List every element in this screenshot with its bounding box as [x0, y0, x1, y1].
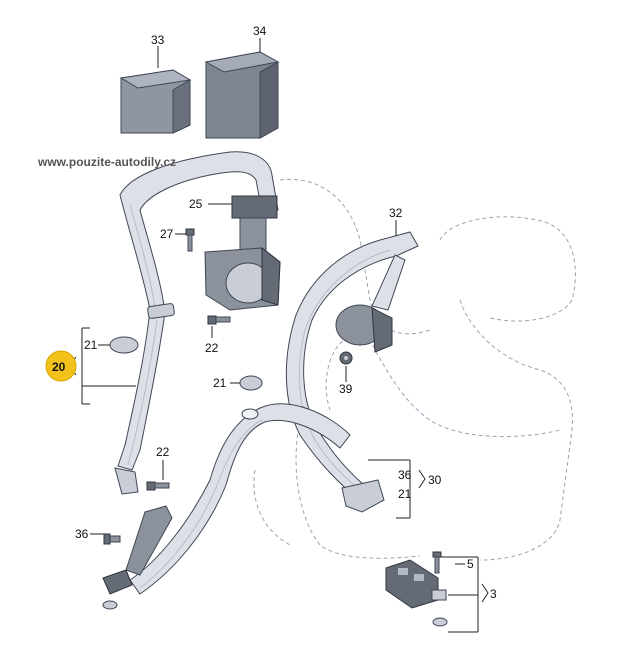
callout-33: 33 — [151, 33, 165, 47]
callout-36-right: 36 — [398, 468, 412, 482]
nut-part-39 — [339, 351, 353, 365]
cap-part-21-middle — [239, 375, 263, 391]
rear-retractor-part — [335, 254, 406, 353]
callout-5: 5 — [467, 557, 474, 571]
callout-22-upper: 22 — [205, 341, 219, 355]
screw-part-5 — [432, 551, 442, 574]
callout-36-left: 36 — [75, 527, 89, 541]
callout-21-left: 21 — [84, 338, 98, 352]
cap-part-21-left — [109, 336, 139, 354]
bolt-part-22-lower — [146, 481, 170, 491]
bolt-part-27 — [185, 228, 195, 252]
retractor-part-25 — [204, 195, 281, 311]
callout-32: 32 — [389, 206, 403, 220]
callout-25: 25 — [189, 197, 203, 211]
highlighted-callout-20: 20 — [45, 350, 77, 382]
callout-20: 20 — [52, 360, 66, 374]
callout-21-middle: 21 — [213, 376, 227, 390]
front-belt-left — [114, 151, 279, 495]
lap-belt — [129, 403, 351, 595]
highlight-circle — [45, 350, 77, 382]
cube-part-34 — [204, 51, 280, 139]
callout-22-lower: 22 — [156, 445, 170, 459]
bolt-part-22-upper — [207, 315, 231, 325]
callout-30: 30 — [428, 473, 442, 487]
rear-seat-outline — [253, 178, 576, 561]
callout-34: 34 — [253, 24, 267, 38]
callout-39: 39 — [339, 382, 353, 396]
buckle-part-3 — [385, 559, 448, 627]
callout-27: 27 — [160, 227, 174, 241]
watermark-text: www.pouzite-autodily.cz — [37, 155, 176, 169]
callout-21-right: 21 — [398, 487, 412, 501]
cube-part-33 — [119, 69, 192, 134]
buckle-part-36 — [102, 505, 173, 610]
callout-3: 3 — [490, 587, 497, 601]
leader-lines — [69, 38, 489, 633]
